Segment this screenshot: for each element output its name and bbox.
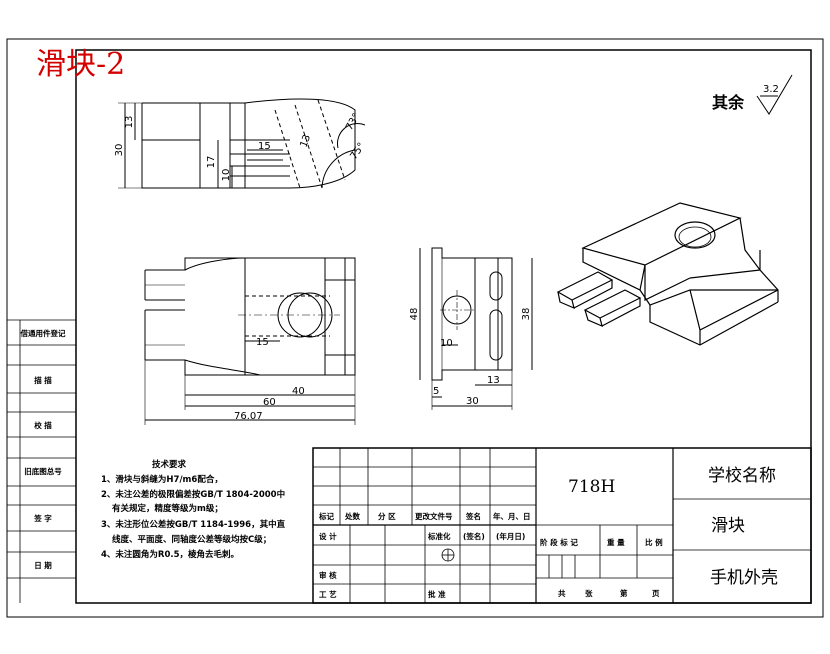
binding-strip [7,319,76,603]
tb-design: 设 计 [319,531,337,541]
front-dim-10: 10 [221,169,232,182]
tb-review: 审 核 [319,570,337,580]
side-view [419,247,533,410]
tech-req-3b: 线度、平面度、同轴度公差等级均按C级； [112,534,271,545]
front-dim-13: 13 [124,116,135,129]
outer-border [6,38,824,618]
side-label-check: 校 描 [34,420,52,430]
top-dim-40: 40 [292,386,305,397]
front-dim-13b: 13 [298,133,313,149]
tb-part-name: 滑块 [711,516,745,536]
tb-page: 页 [652,589,660,598]
side-dim-38: 38 [521,308,532,321]
isometric-view [556,202,779,346]
tech-req-heading: 技术要求 [152,459,187,470]
side-label-borrow: 借通用件登记 [20,328,66,338]
tb-sign-paren: (签名) [463,531,485,541]
side-label-old-base: 旧底图总号 [24,466,62,476]
side-label-date: 日 期 [34,560,52,570]
front-view [118,98,366,189]
tech-req-3: 3、未注形位公差按GB/T 1184-1996，其中直 [101,519,286,530]
tb-change-doc: 更改文件号 [415,511,453,521]
front-angle-75: 75° [348,141,367,162]
tb-sheets-total: 共 [558,588,566,598]
top-view [144,257,356,425]
side-label-sign: 签 字 [33,513,52,523]
tech-req-2: 2、未注公差的极限偏差按GB/T 1804-2000中 [101,489,285,500]
tb-product: 手机外壳 [710,568,778,588]
top-dim-60: 60 [263,397,276,408]
tb-date-paren: (年月日) [496,531,525,541]
tb-zone: 分 区 [378,511,396,521]
drawing-title: 滑块-2 [36,47,125,82]
side-dim-48: 48 [409,308,420,321]
top-dim-76: 76.07 [234,411,263,422]
front-dim-30: 30 [114,144,125,157]
tech-req-2b: 有关规定，精度等级为m级； [112,503,223,514]
front-dim-15: 15 [258,141,271,152]
front-dim-17: 17 [206,156,217,169]
tb-school: 学校名称 [708,466,776,486]
roughness-symbol: 其余 3.2 [712,74,793,115]
tb-process: 工 艺 [319,589,337,599]
tb-date: 年、月、日 [493,511,531,521]
tb-sheets-label: 张 [585,589,593,598]
side-dim-30: 30 [466,396,479,407]
tech-req-4: 4、未注圆角为R0.5，棱角去毛刺。 [101,549,239,560]
tb-approve: 批 准 [428,589,446,599]
tb-stage: 阶 段 标 记 [540,537,578,547]
tb-standardize: 标准化 [427,531,451,541]
front-angle-73: 73° [344,112,362,133]
side-label-trace: 描 描 [34,375,52,385]
roughness-label: 其余 [712,93,745,112]
tb-mark: 标记 [318,511,334,521]
side-dim-10: 10 [440,338,453,349]
top-dim-15: 15 [256,337,269,348]
tb-sign: 签名 [465,511,481,521]
title-block [312,447,812,604]
tb-count: 处数 [344,511,360,521]
tb-weight: 重 量 [607,537,625,547]
side-dim-13: 13 [487,375,500,386]
roughness-value: 3.2 [763,84,779,95]
tb-scale: 比 例 [645,537,663,547]
tb-sheet-no: 第 [620,588,628,598]
side-dim-5: 5 [433,386,439,397]
tb-code: 718H [568,477,615,497]
tech-req-1: 1、滑块与斜缝为H7/m6配合， [101,474,223,485]
